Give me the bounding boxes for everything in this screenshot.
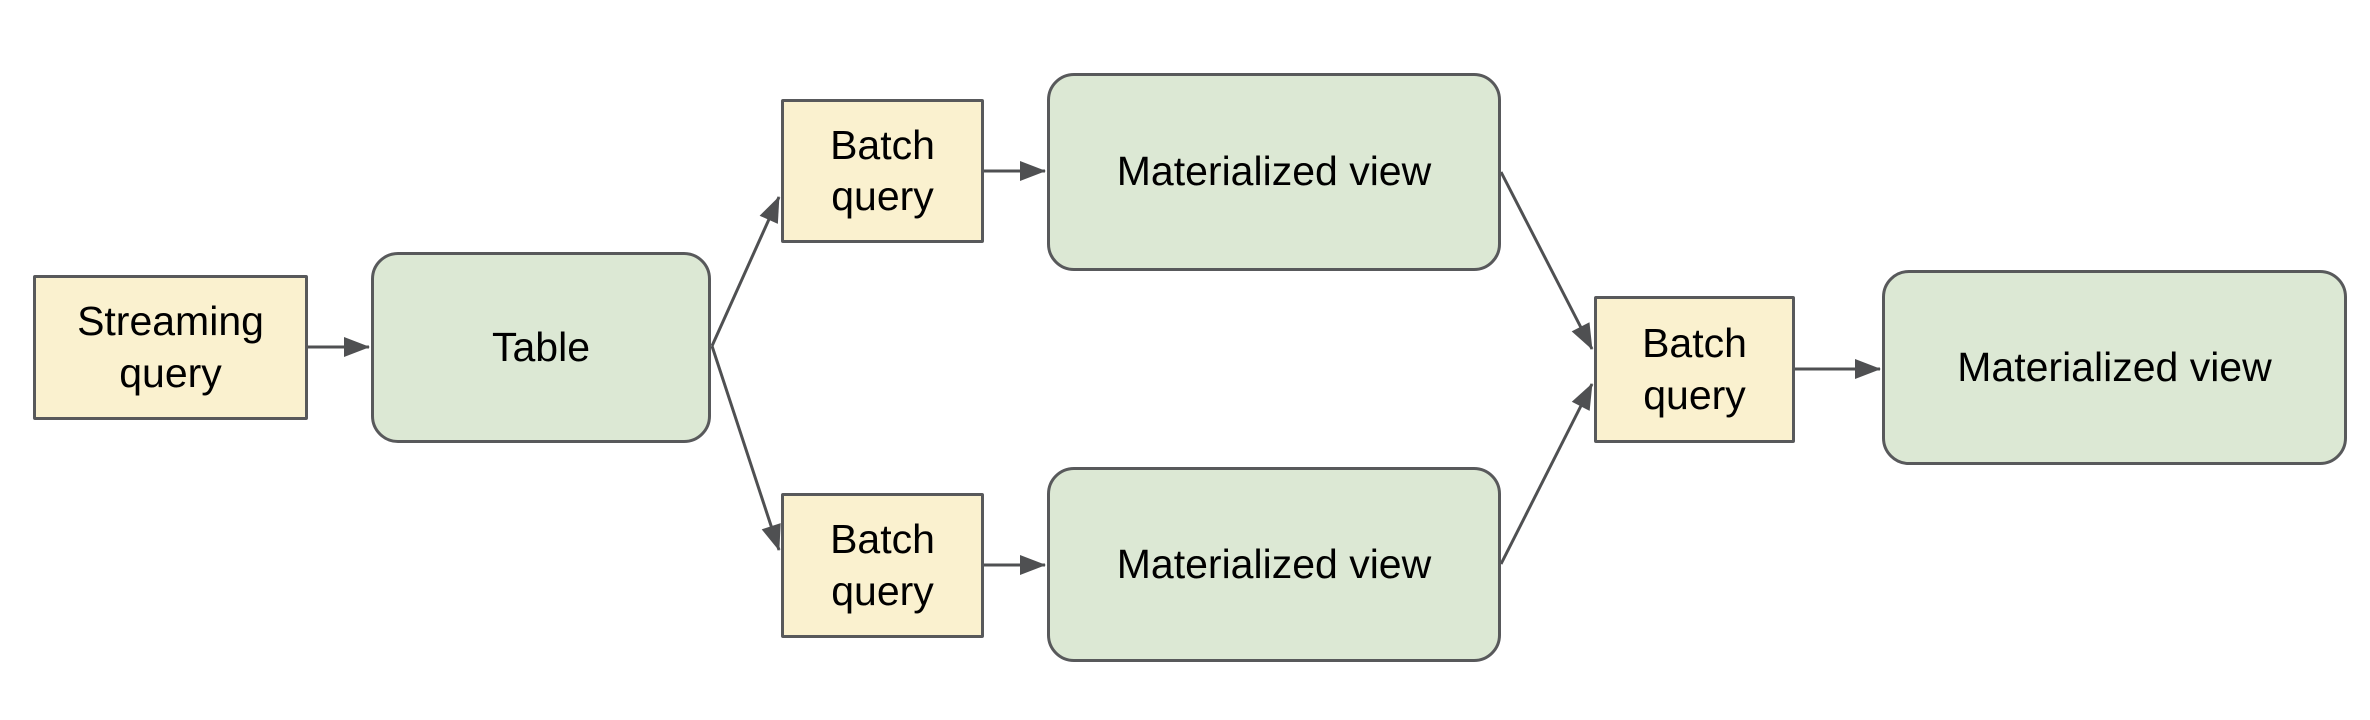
node-batch-query-right: Batch query xyxy=(1594,296,1795,443)
node-batch-query-top: Batch query xyxy=(781,99,984,243)
connector-table-to-batch-query-bottom xyxy=(710,345,781,551)
node-table: Table xyxy=(371,252,711,443)
node-batch-query-bottom-label: Batch query xyxy=(830,516,935,614)
connector-materialized-view-bottom-to-batch-query-right xyxy=(1499,383,1594,565)
node-materialized-view-top-label: Materialized view xyxy=(1116,148,1432,195)
node-batch-query-top-label: Batch query xyxy=(830,121,935,219)
node-batch-query-bottom: Batch query xyxy=(781,493,984,638)
node-streaming-query-label: Streaming query xyxy=(77,298,264,396)
node-materialized-view-bottom-label: Materialized view xyxy=(1116,540,1432,587)
connector-table-to-batch-query-top xyxy=(710,196,781,347)
node-materialized-view-bottom: Materialized view xyxy=(1047,467,1501,662)
node-streaming-query: Streaming query xyxy=(33,275,308,420)
node-batch-query-right-label: Batch query xyxy=(1642,320,1747,418)
node-table-label: Table xyxy=(491,323,590,370)
node-materialized-view-right-label: Materialized view xyxy=(1957,343,2272,390)
node-materialized-view-right: Materialized view xyxy=(1882,270,2347,465)
node-materialized-view-top: Materialized view xyxy=(1047,73,1501,271)
connector-materialized-view-top-to-batch-query-right xyxy=(1499,171,1594,350)
